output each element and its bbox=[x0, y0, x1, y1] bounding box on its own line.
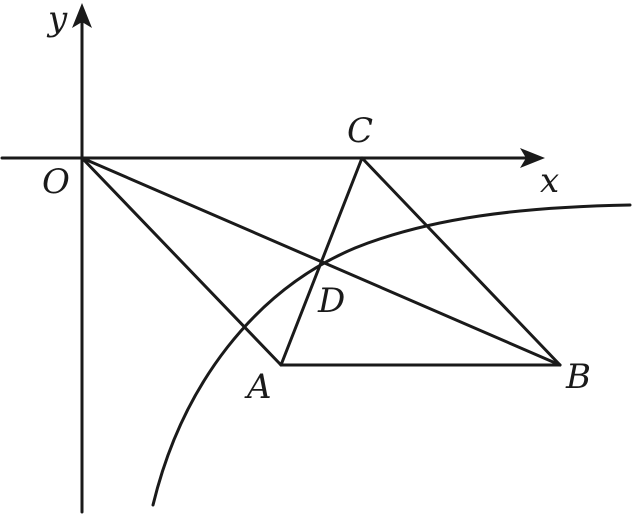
reciprocal-curve bbox=[151, 203, 632, 507]
segments bbox=[80, 156, 562, 367]
y-axis-arrow bbox=[72, 3, 92, 28]
point-B-label: B bbox=[565, 357, 591, 397]
x-axis-label: x bbox=[540, 161, 559, 201]
point-C-label: C bbox=[347, 111, 373, 151]
point-A-label: A bbox=[244, 367, 272, 407]
segment-AC bbox=[279, 156, 364, 367]
axes bbox=[0, 3, 545, 514]
segment-OA bbox=[80, 156, 283, 367]
labels: y x O C D A B bbox=[42, 0, 591, 407]
segment-CB bbox=[360, 156, 562, 367]
x-axis-arrow bbox=[520, 148, 545, 168]
origin-label: O bbox=[42, 162, 70, 202]
y-axis-label: y bbox=[46, 0, 68, 39]
point-D-label: D bbox=[317, 281, 345, 321]
